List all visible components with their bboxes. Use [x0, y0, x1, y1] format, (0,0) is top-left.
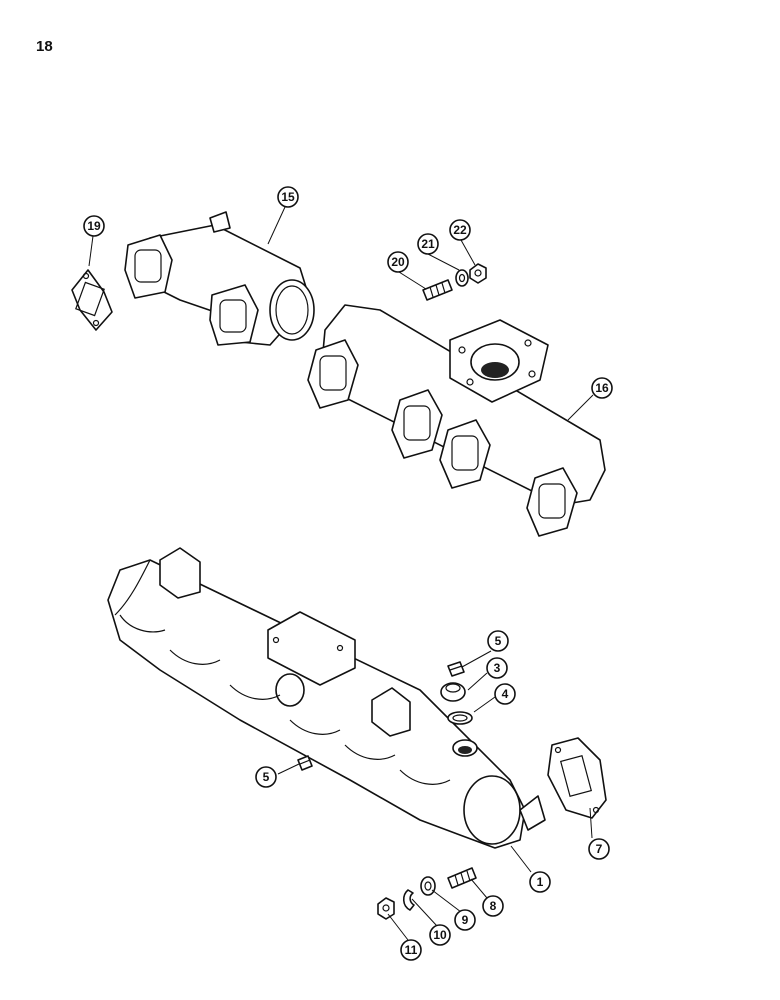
callout-20-label: 20 — [391, 255, 405, 269]
callout-16-label: 16 — [595, 381, 609, 395]
part-3-plug — [440, 682, 466, 702]
callout-10: 10 — [429, 924, 451, 946]
part-22-nut — [469, 263, 487, 284]
part-5-plug-upper — [447, 661, 465, 677]
callout-8-label: 8 — [490, 899, 497, 913]
callout-9-label: 9 — [462, 913, 469, 927]
part-19-gasket — [71, 269, 113, 331]
part-15-manifold-section — [124, 211, 315, 346]
page-number: 18 — [36, 38, 53, 55]
callout-5-lower: 5 — [255, 766, 277, 788]
callout-21-label: 21 — [421, 237, 435, 251]
callout-21: 21 — [417, 233, 439, 255]
callout-4-label: 4 — [502, 687, 509, 701]
part-11-nut — [377, 897, 395, 920]
callout-7-label: 7 — [596, 842, 603, 856]
callout-9: 9 — [454, 909, 476, 931]
part-9-washer — [420, 876, 436, 896]
part-10-lockwasher — [402, 889, 415, 911]
callout-16: 16 — [591, 377, 613, 399]
leader-lines — [88, 206, 594, 941]
callout-4: 4 — [494, 683, 516, 705]
callout-15-label: 15 — [281, 190, 295, 204]
callout-1-label: 1 — [537, 875, 544, 889]
callout-11: 11 — [400, 939, 422, 961]
callout-19-label: 19 — [87, 219, 101, 233]
part-7-gasket — [547, 737, 607, 819]
callout-3-label: 3 — [494, 661, 501, 675]
part-5-plug-lower — [297, 755, 313, 771]
callout-15: 15 — [277, 186, 299, 208]
callout-1: 1 — [529, 871, 551, 893]
callout-19: 19 — [83, 215, 105, 237]
callout-20: 20 — [387, 251, 409, 273]
callout-5-lower-label: 5 — [263, 770, 270, 784]
part-4-washer — [447, 711, 473, 725]
callout-11-label: 11 — [405, 943, 418, 957]
callout-3: 3 — [486, 657, 508, 679]
part-16-manifold — [307, 304, 606, 537]
part-1-manifold — [107, 547, 546, 849]
part-8-stud — [447, 867, 477, 889]
part-20-stud — [422, 279, 453, 301]
callout-22-label: 22 — [453, 223, 467, 237]
callout-22: 22 — [449, 219, 471, 241]
callout-7: 7 — [588, 838, 610, 860]
callout-10-label: 10 — [433, 928, 447, 942]
callout-5-upper-label: 5 — [495, 634, 502, 648]
part-21-washer — [455, 269, 469, 287]
callout-8: 8 — [482, 895, 504, 917]
callout-5-upper: 5 — [487, 630, 509, 652]
